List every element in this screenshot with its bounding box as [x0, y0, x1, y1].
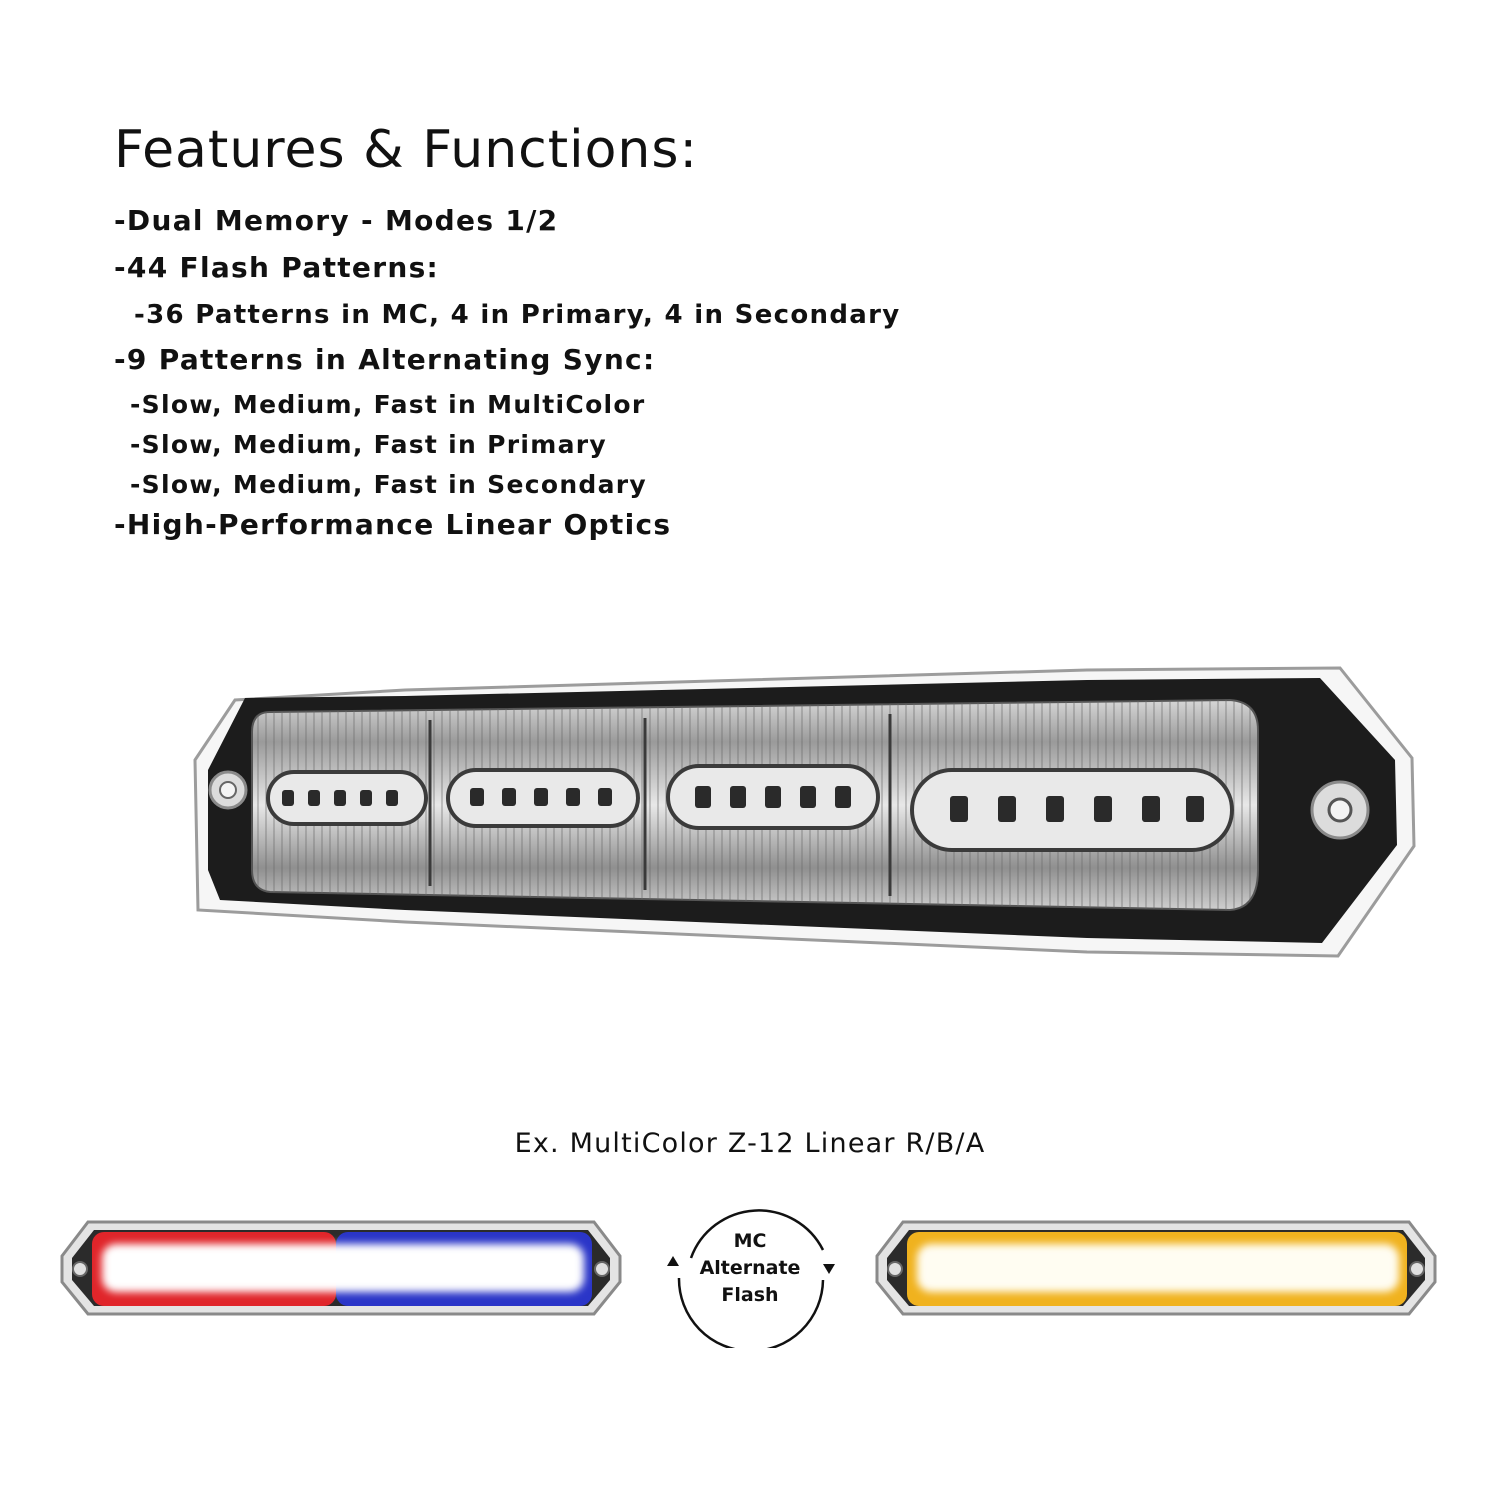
- feature-subline-primary: -Slow, Medium, Fast in Primary: [130, 430, 608, 459]
- amber-light-illustration: [875, 1220, 1437, 1316]
- features-heading: Features & Functions:: [114, 120, 698, 180]
- feature-subline-multicolor: -Slow, Medium, Fast in MultiColor: [130, 390, 646, 419]
- linear-light-product-image: [193, 666, 1416, 958]
- red-blue-light-illustration: [60, 1220, 622, 1316]
- cycle-label-line-3: Flash: [721, 1284, 779, 1306]
- feature-line-linear-optics: -High-Performance Linear Optics: [114, 508, 672, 541]
- feature-line-flash-patterns: -44 Flash Patterns:: [114, 251, 440, 284]
- feature-line-alternating-sync: -9 Patterns in Alternating Sync:: [114, 343, 656, 376]
- feature-subline-secondary: -Slow, Medium, Fast in Secondary: [130, 470, 648, 499]
- example-caption: Ex. MultiColor Z-12 Linear R/B/A: [514, 1128, 986, 1159]
- feature-line-dual-memory: -Dual Memory - Modes 1/2: [114, 204, 559, 237]
- alternate-flash-label: MC Alternate Flash: [0, 1228, 1500, 1309]
- alternate-flash-cycle-icon: [667, 1209, 835, 1348]
- cycle-label-line-2: Alternate: [699, 1257, 801, 1279]
- feature-subline-pattern-split: -36 Patterns in MC, 4 in Primary, 4 in S…: [134, 300, 901, 330]
- cycle-label-line-1: MC: [733, 1230, 767, 1252]
